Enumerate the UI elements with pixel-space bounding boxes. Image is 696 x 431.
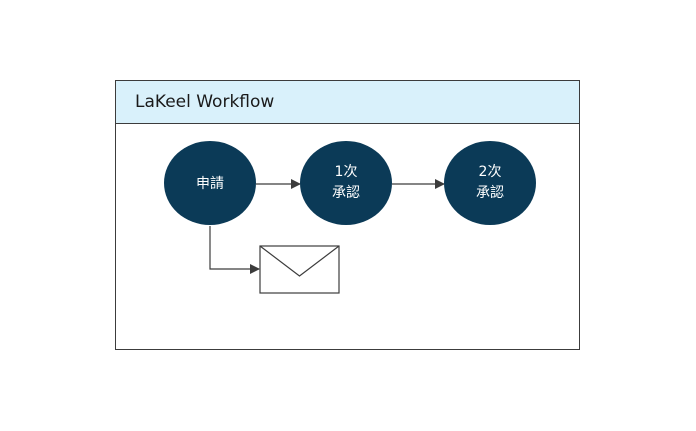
arrow-apply-to-notification xyxy=(209,226,260,274)
node-approval1[interactable]: 1次 承認 xyxy=(300,141,392,225)
workflow-title: LaKeel Workflow xyxy=(135,92,275,112)
node-approval2-label-line1: 2次 xyxy=(479,164,502,180)
node-approval1-label-line1: 1次 xyxy=(335,164,358,180)
node-apply[interactable]: 申請 xyxy=(164,141,256,225)
node-approval2-label-line2: 承認 xyxy=(476,185,504,201)
node-approval1-label-line2: 承認 xyxy=(332,185,360,201)
workflow-header: LaKeel Workflow xyxy=(116,81,579,124)
envelope-icon xyxy=(259,245,340,294)
node-apply-label: 申請 xyxy=(196,176,224,192)
node-approval2[interactable]: 2次 承認 xyxy=(444,141,536,225)
